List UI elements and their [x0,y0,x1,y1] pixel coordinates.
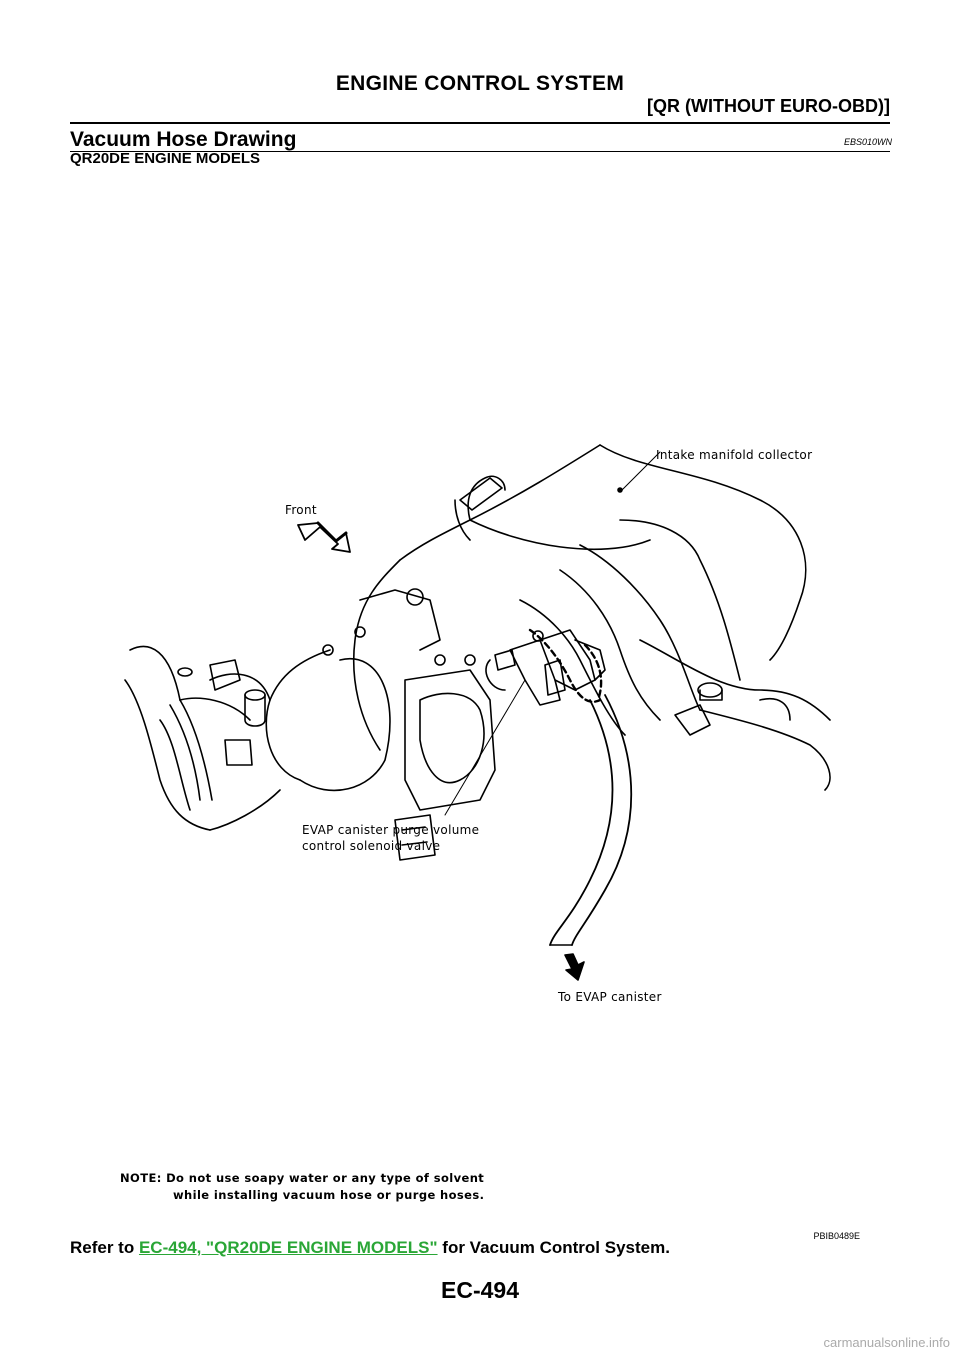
note-line-2: while installing vacuum hose or purge ho… [173,1188,485,1202]
label-front: Front [285,503,317,517]
header-divider [70,122,890,124]
label-evap-valve-line2: control solenoid valve [302,839,441,853]
solenoid-valve-drawing [485,628,606,706]
section-title: Vacuum Hose Drawing [70,128,297,151]
figure-note: NOTE: Do not use soapy water or any type… [120,1170,484,1204]
figure-code: PBIB0489E [813,1231,860,1241]
purge-hose-drawing [549,694,633,946]
page-number: EC-494 [441,1277,519,1303]
reference-link[interactable]: EC-494, "QR20DE ENGINE MODELS" [138,1238,438,1257]
reference-suffix: for Vacuum Control System. [437,1238,670,1257]
down-arrow-icon [564,953,585,981]
section-subtitle: QR20DE ENGINE MODELS [70,150,261,167]
reference-prefix: Refer to [70,1238,139,1257]
leader-evap [444,679,526,816]
section-divider [70,151,890,152]
leader-intake [621,451,661,491]
label-evap-valve-line1: EVAP canister purge volume [302,823,480,837]
note-line-1: NOTE: Do not use soapy water or any type… [120,1171,485,1185]
reference-sentence: Refer to EC-494, "QR20DE ENGINE MODELS" … [70,1238,670,1258]
throttle-body-drawing [124,559,496,861]
label-to-evap-canister: To EVAP canister [558,990,662,1004]
watermark: carmanualsonline.info [823,1335,950,1350]
page-header-title: ENGINE CONTROL SYSTEM [335,72,625,95]
label-intake-manifold: Intake manifold collector [656,448,813,462]
intake-manifold-drawing [399,444,831,791]
section-code: EBS010WN [843,137,892,147]
page-header-subtitle: [QR (WITHOUT EURO-OBD)] [647,96,890,116]
front-arrow-shadow [316,521,348,543]
